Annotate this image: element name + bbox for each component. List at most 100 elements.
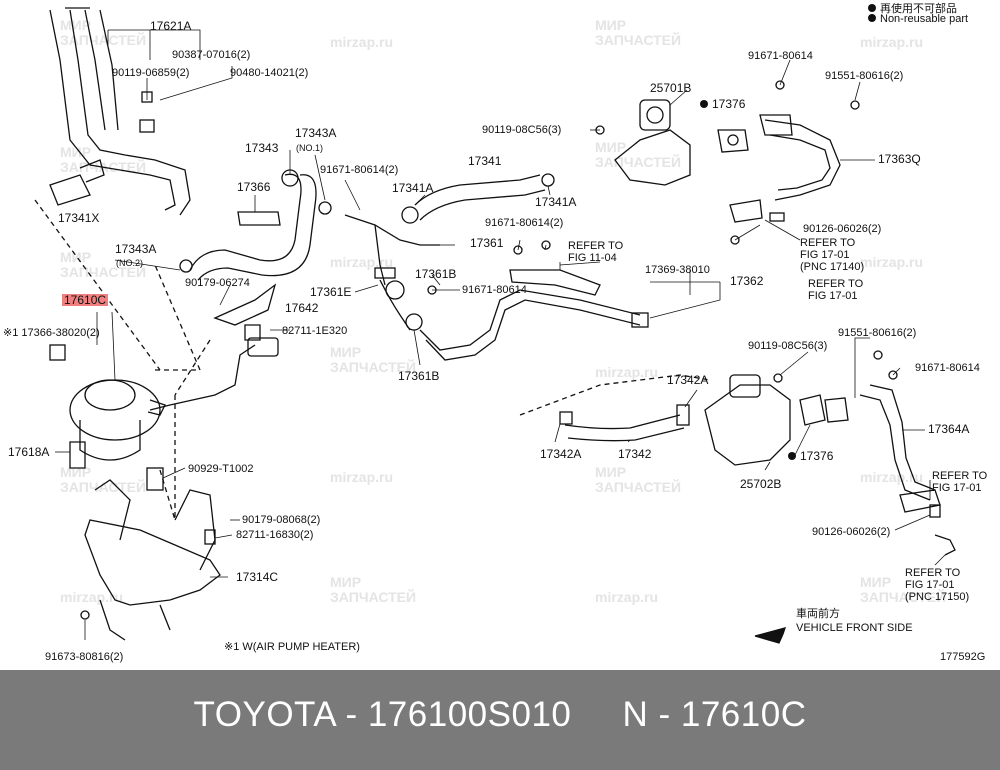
label-90119-06859[interactable]: 90119-06859(2): [112, 67, 190, 79]
wire-harness: [149, 344, 256, 411]
label-17361b-top[interactable]: 17361B: [415, 267, 457, 281]
label-17376-bot[interactable]: 17376: [788, 450, 833, 462]
label-17342[interactable]: 17342: [618, 447, 652, 461]
label-17363q[interactable]: 17363Q: [878, 152, 921, 166]
valve-25701b: [614, 129, 691, 186]
label-17342a-top[interactable]: 17342A: [667, 373, 709, 387]
label-90387[interactable]: 90387-07016(2): [172, 49, 251, 61]
front-label-en: VEHICLE FRONT SIDE: [796, 622, 913, 634]
label-17343a-no2-note: (NO.2): [116, 258, 143, 268]
footnote: ※1 W(AIR PUMP HEATER): [224, 641, 360, 653]
label-17343a-no1-note: (NO.1): [296, 143, 323, 153]
parts-drawing: [34, 7, 956, 644]
watermark: mirzap.ru: [860, 34, 924, 50]
label-90179-06274[interactable]: 90179-06274: [185, 277, 250, 289]
label-17366-38020[interactable]: ※1 17366-38020(2): [3, 327, 100, 339]
clamp-17366: [237, 211, 281, 226]
label-17343a-no2[interactable]: 17343A: [115, 242, 157, 256]
label-90119-08c56-a[interactable]: 90119-08C56(3): [482, 124, 562, 136]
watermark: mirzap.ru: [330, 34, 394, 50]
figure-id: 177592G: [940, 651, 986, 663]
label-90929-t1002[interactable]: 90929-T1002: [188, 463, 254, 475]
label-17376-top[interactable]: 17376: [700, 98, 745, 110]
label-91551-80616-b[interactable]: 91551-80616(2): [838, 327, 917, 339]
label-25701b[interactable]: 25701B: [650, 81, 692, 95]
label-90480[interactable]: 90480-14021(2): [230, 67, 309, 79]
label-17364a[interactable]: 17364A: [928, 422, 970, 436]
label-91671-80614-e[interactable]: 91671-80614: [915, 362, 980, 374]
label-91671-80614-d[interactable]: 91671-80614: [462, 284, 527, 296]
valve-25702b: [704, 384, 791, 466]
label-17314c[interactable]: 17314C: [236, 570, 279, 584]
label-82711-1e320[interactable]: 82711-1E320: [282, 325, 348, 337]
front-label-jp: 車両前方: [796, 608, 840, 620]
pipe-17361b: [419, 289, 641, 351]
footer-bar: TOYOTA - 176100S010 N - 17610C: [0, 670, 1000, 770]
label-17343[interactable]: 17343: [245, 141, 279, 155]
watermark: mirzap.ru: [60, 589, 124, 605]
exhaust-pipe-17621a: [49, 9, 191, 216]
label-17366[interactable]: 17366: [237, 180, 271, 194]
label-90126-06026-b[interactable]: 90126-06026(2): [812, 526, 891, 538]
label-17361b-bot[interactable]: 17361B: [398, 369, 440, 383]
label-17610c[interactable]: 17610C: [62, 293, 109, 307]
part-number-title: TOYOTA - 176100S010 N - 17610C: [193, 695, 807, 734]
hose-17341: [414, 174, 546, 221]
label-90126-06026-a[interactable]: 90126-06026(2): [803, 223, 882, 235]
bracket-17314c: [84, 519, 221, 606]
pipe-17364a: [859, 384, 936, 501]
watermark: mirzap.ru: [595, 589, 659, 605]
connector-82711-1e320: [244, 324, 261, 341]
label-17361e[interactable]: 17361E: [310, 285, 352, 299]
hose-17341x: [49, 174, 91, 206]
watermark: mirzap.ru: [860, 469, 924, 485]
label-91551-80616-a[interactable]: 91551-80616(2): [825, 70, 904, 82]
legend-en: Non-reusable part: [868, 13, 968, 25]
label-90179-08068[interactable]: 90179-08068(2): [242, 514, 321, 526]
label-91671-80614-b[interactable]: 91671-80614: [748, 50, 813, 62]
label-17341x[interactable]: 17341X: [58, 211, 100, 225]
hose-17342: [564, 414, 685, 442]
label-17618a[interactable]: 17618A: [8, 445, 50, 459]
watermark: mirzap.ru: [330, 469, 394, 485]
label-25702b[interactable]: 25702B: [740, 477, 782, 491]
pipe-17363q: [764, 119, 841, 201]
label-17341a-top[interactable]: 17341A: [392, 181, 434, 195]
label-91673-80816[interactable]: 91673-80816(2): [45, 651, 124, 663]
label-90119-08c56-b[interactable]: 90119-08C56(3): [748, 340, 828, 352]
label-17342a-bot[interactable]: 17342A: [540, 447, 582, 461]
plug-17618a: [69, 441, 86, 469]
label-17341a-bot[interactable]: 17341A: [535, 195, 577, 209]
watermark: mirzap.ru: [595, 364, 659, 380]
watermark: mirzap.ru: [860, 254, 924, 270]
label-17369-38010[interactable]: 17369-38010: [645, 264, 710, 276]
label-17642[interactable]: 17642: [285, 301, 319, 315]
label-91671-80614-2b[interactable]: 91671-80614(2): [485, 217, 564, 229]
label-17361[interactable]: 17361: [470, 236, 504, 250]
gasket-17376-bot: [824, 397, 849, 423]
label-17362[interactable]: 17362: [730, 274, 764, 288]
label-17621a[interactable]: 17621A: [150, 19, 192, 33]
pipe-17361e: [344, 214, 440, 246]
non-reusable-dot-icon: [788, 452, 796, 460]
non-reusable-dot-icon: [868, 4, 876, 12]
non-reusable-dot-icon: [868, 14, 876, 22]
bracket-17642: [213, 283, 277, 326]
label-91671-80614-2a[interactable]: 91671-80614(2): [320, 164, 399, 176]
label-17341[interactable]: 17341: [468, 154, 502, 168]
label-82711-16830[interactable]: 82711-16830(2): [236, 529, 314, 541]
label-17343a-no1[interactable]: 17343A: [295, 126, 337, 140]
